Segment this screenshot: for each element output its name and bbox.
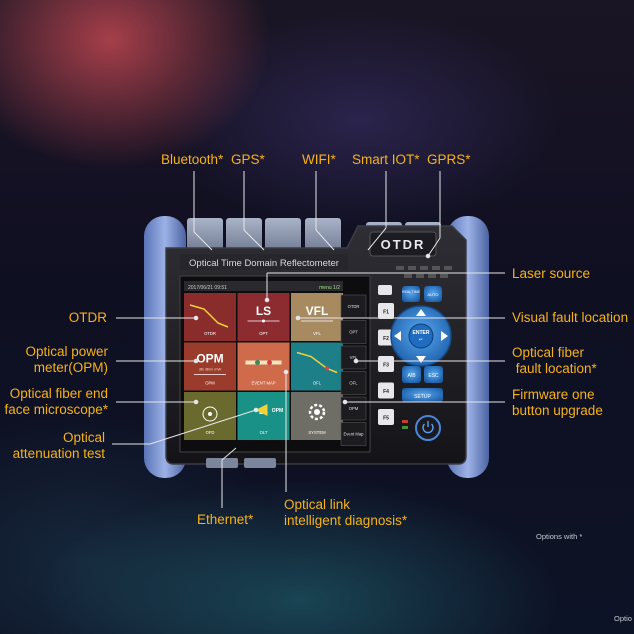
esc-key[interactable] (424, 366, 443, 383)
arrow-down-icon (416, 356, 426, 363)
svg-text:OPM: OPM (205, 381, 215, 386)
svg-text:SYSTEM: SYSTEM (308, 430, 326, 435)
label-firmware: Firmware one button upgrade (512, 387, 603, 418)
svg-text:OLT: OLT (260, 430, 268, 435)
svg-text:F2: F2 (383, 336, 389, 342)
svg-text:↵: ↵ (419, 337, 423, 343)
otdr-badge: OTDR (381, 237, 426, 252)
screen-datetime: 2017/06/21 09:51 (188, 285, 227, 291)
svg-text:OPT: OPT (259, 331, 268, 336)
label-ethernet: Ethernet* (197, 512, 254, 527)
side-menu-item-4[interactable]: OPM (340, 396, 367, 421)
model-title: Optical Time Domain Reflectometer (189, 258, 339, 269)
label-microscope: Optical fiber end face microscope* (4, 386, 108, 417)
label-visual-fault: Visual fault location (512, 310, 629, 325)
f-key-5[interactable]: F5 (378, 409, 394, 425)
label-smart-iot: Smart IOT* (352, 152, 420, 167)
real-time-key[interactable] (402, 286, 420, 302)
svg-text:F3: F3 (383, 363, 389, 369)
arrow-right-icon (441, 331, 448, 341)
f-key-4[interactable]: F4 (378, 382, 394, 399)
svg-text:AUTO: AUTO (427, 292, 438, 297)
svg-text:OFL: OFL (349, 381, 358, 386)
svg-text:OPM: OPM (196, 352, 223, 366)
f-key-3[interactable]: F3 (378, 356, 394, 372)
label-bluetooth: Bluetooth* (161, 152, 224, 167)
usb-port (244, 458, 276, 468)
svg-text:OPM: OPM (272, 408, 283, 414)
menu-key[interactable] (378, 285, 392, 295)
ethernet-port (206, 458, 238, 468)
tile-vfl[interactable]: VFL VFL (291, 293, 343, 341)
label-otdr: OTDR (68, 310, 107, 325)
gear-icon (308, 403, 326, 421)
svg-text:OPM: OPM (349, 406, 359, 411)
options-note-cut: Optio (614, 614, 632, 623)
svg-text:OTDR: OTDR (348, 304, 360, 309)
svg-text:OPT: OPT (349, 330, 358, 335)
svg-text:OTDR: OTDR (204, 331, 216, 336)
label-gprs: GPRS* (427, 152, 471, 167)
svg-text:VFL: VFL (313, 331, 321, 336)
side-menu-item-5[interactable]: Event Map (340, 422, 367, 446)
otdr-trace-icon (189, 304, 229, 328)
tile-ofd[interactable]: OFD (184, 392, 236, 440)
side-menu-item-1[interactable]: OPT (340, 320, 367, 344)
label-laser-source: Laser source (512, 266, 591, 281)
side-menu-item-2[interactable]: VFL (340, 345, 367, 370)
svg-text:LS: LS (256, 304, 271, 318)
svg-text:F5: F5 (383, 416, 389, 422)
ofl-trace-icon (296, 351, 338, 374)
enter-key[interactable]: ENTER (413, 330, 430, 336)
power-icon (422, 421, 434, 434)
side-menu-item-0[interactable]: OTDR (340, 294, 367, 319)
power-button[interactable] (415, 415, 441, 441)
svg-text:dB dBm mW: dB dBm mW (199, 367, 222, 372)
tile-event-map[interactable]: EVENT MAP (237, 342, 290, 391)
tile-otdr[interactable]: OTDR (184, 293, 236, 341)
svg-text:REAL TIME: REAL TIME (402, 290, 420, 294)
f-key-2[interactable]: F2 (378, 329, 394, 346)
olt-icon (255, 404, 268, 416)
svg-text:ESC: ESC (428, 373, 439, 379)
label-opm: Optical power meter(OPM) (25, 344, 108, 375)
arrow-up-icon (416, 309, 426, 316)
direction-pad[interactable]: ENTER ↵ (390, 305, 452, 367)
setup-key[interactable] (402, 388, 443, 402)
led-indicators (396, 266, 452, 278)
label-attenuation: Optical attenuation test (12, 430, 105, 461)
label-gps: GPS* (231, 152, 265, 167)
svg-text:VFL: VFL (306, 304, 329, 318)
svg-text:VFL: VFL (350, 355, 358, 360)
svg-text:SETUP: SETUP (414, 394, 431, 400)
event-map-icon (245, 360, 282, 365)
tile-system[interactable]: SYSTEM (291, 392, 343, 440)
tile-ofl[interactable]: OFL (291, 342, 343, 391)
svg-text:F4: F4 (383, 389, 389, 395)
screen-menu-indicator: menu 1/2 (319, 285, 340, 291)
arrow-left-icon (394, 331, 401, 341)
f-key-1[interactable]: F1 (378, 303, 394, 319)
label-fiber-fault: Optical fiber fault location* (512, 345, 597, 376)
auto-key[interactable] (424, 286, 442, 302)
tile-ls[interactable]: LS OPT (237, 293, 290, 341)
svg-text:A/B: A/B (407, 373, 416, 379)
svg-text:OFL: OFL (313, 381, 322, 386)
svg-text:Event Map: Event Map (343, 432, 364, 437)
svg-text:F1: F1 (383, 310, 389, 316)
side-menu-item-3[interactable]: OFL (340, 371, 367, 395)
label-wifi: WIFI* (302, 152, 336, 167)
ab-key[interactable] (402, 366, 421, 383)
tile-olt[interactable]: LSOPMOLT (237, 392, 290, 440)
label-link-diagnosis: Optical link intelligent diagnosis* (284, 497, 408, 528)
svg-text:OFD: OFD (206, 430, 215, 435)
options-note: Options with * (536, 532, 583, 541)
svg-text:EVENT MAP: EVENT MAP (251, 381, 275, 386)
